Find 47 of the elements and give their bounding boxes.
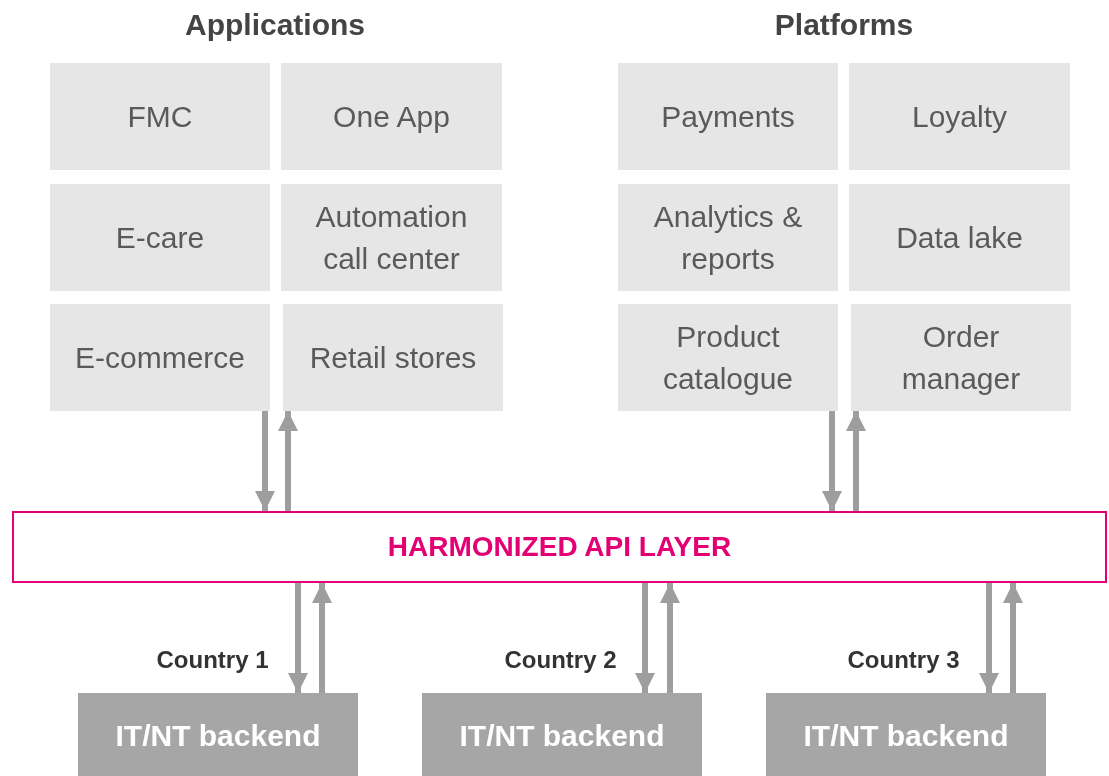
section-heading: Applications <box>184 8 366 42</box>
arrow <box>979 583 999 693</box>
arrow <box>635 583 655 693</box>
node-text: Loyalty <box>911 98 1008 135</box>
node-text: Payments <box>661 98 795 135</box>
app-tile <box>50 304 270 411</box>
app-tile <box>849 63 1070 170</box>
arrow <box>278 411 298 511</box>
arrow <box>255 411 275 511</box>
api-layer-box <box>12 511 1107 583</box>
app-tile <box>849 184 1070 291</box>
node-text: Data lake <box>896 219 1023 256</box>
backend-box <box>422 693 702 776</box>
node-text: IT/NT backend <box>803 719 1009 753</box>
node-text: Order manager <box>900 318 1022 397</box>
app-tile <box>283 304 503 411</box>
node-text: HARMONIZED API LAYER <box>387 531 732 563</box>
node-text: Automation call center <box>314 198 469 277</box>
arrow <box>660 583 680 693</box>
arrow <box>846 411 866 511</box>
arrow <box>312 583 332 693</box>
app-tile <box>618 184 838 291</box>
country-label: Country 2 <box>503 646 618 674</box>
node-text: Analytics & reports <box>652 198 804 277</box>
country-label: Country 3 <box>846 646 961 674</box>
app-tile <box>851 304 1071 411</box>
backend-box <box>78 693 358 776</box>
app-tile <box>50 63 270 170</box>
country-label: Country 1 <box>155 646 270 674</box>
app-tile <box>281 184 502 291</box>
node-text: FMC <box>127 98 193 135</box>
section-heading: Platforms <box>773 8 915 42</box>
node-text: E-commerce <box>75 339 245 376</box>
arrow <box>288 583 308 693</box>
app-tile <box>618 304 838 411</box>
node-text: IT/NT backend <box>459 719 665 753</box>
node-text: Retail stores <box>309 339 477 376</box>
node-text: IT/NT backend <box>115 719 321 753</box>
app-tile <box>281 63 502 170</box>
arrow <box>822 411 842 511</box>
app-tile <box>50 184 270 291</box>
node-text: E-care <box>115 219 205 256</box>
node-text: One App <box>333 98 450 135</box>
arrow <box>1003 583 1023 693</box>
app-tile <box>618 63 838 170</box>
backend-box <box>766 693 1046 776</box>
node-text: Product catalogue <box>661 318 795 397</box>
